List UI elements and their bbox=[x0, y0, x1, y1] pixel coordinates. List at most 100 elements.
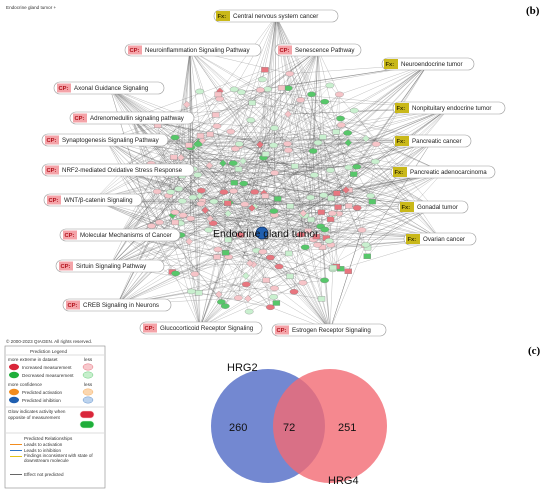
gene-node[interactable] bbox=[229, 188, 238, 194]
gene-node[interactable] bbox=[312, 233, 321, 240]
gene-node[interactable] bbox=[222, 249, 230, 256]
fx-node-nonpituitary[interactable]: Fx: Nonpituitary endocrine tumor bbox=[392, 101, 506, 115]
gene-node[interactable] bbox=[171, 219, 179, 226]
gene-node[interactable] bbox=[177, 198, 187, 204]
gene-node[interactable] bbox=[187, 288, 196, 295]
gene-node[interactable] bbox=[269, 142, 278, 149]
gene-node[interactable] bbox=[270, 285, 279, 292]
gene-node[interactable] bbox=[213, 246, 223, 253]
cp-node-glucocorticoid[interactable]: CP: Glucocorticoid Receptor Signaling bbox=[139, 321, 263, 335]
gene-node[interactable] bbox=[166, 189, 176, 195]
gene-node[interactable] bbox=[289, 288, 299, 295]
gene-node[interactable] bbox=[242, 272, 250, 280]
gene-node[interactable] bbox=[208, 220, 218, 226]
cp-node-wnt[interactable]: CP: WNT/β-catenin Signaling bbox=[43, 193, 143, 207]
gene-node[interactable] bbox=[357, 227, 367, 233]
gene-node[interactable] bbox=[283, 141, 292, 147]
gene-node[interactable] bbox=[296, 231, 306, 238]
gene-node[interactable] bbox=[368, 198, 376, 205]
gene-node[interactable] bbox=[256, 87, 265, 93]
gene-node[interactable] bbox=[240, 201, 250, 207]
gene-node[interactable] bbox=[344, 139, 352, 147]
gene-node[interactable] bbox=[320, 226, 330, 233]
gene-node[interactable] bbox=[319, 134, 327, 140]
gene-node[interactable] bbox=[336, 115, 345, 122]
gene-node[interactable] bbox=[256, 140, 264, 149]
gene-node[interactable] bbox=[307, 91, 316, 98]
gene-node[interactable] bbox=[320, 277, 329, 284]
gene-node[interactable] bbox=[183, 100, 191, 109]
gene-node[interactable] bbox=[239, 157, 247, 165]
cp-node-senescence[interactable]: CP: Senescence Pathway bbox=[274, 43, 362, 57]
gene-node[interactable] bbox=[239, 180, 249, 187]
gene-node[interactable] bbox=[285, 250, 293, 257]
gene-node[interactable] bbox=[234, 166, 243, 172]
gene-node[interactable] bbox=[325, 82, 335, 89]
gene-node[interactable] bbox=[155, 219, 164, 226]
gene-node[interactable] bbox=[335, 91, 344, 98]
gene-node[interactable] bbox=[342, 186, 350, 194]
gene-node[interactable] bbox=[178, 212, 188, 218]
gene-node[interactable] bbox=[219, 189, 229, 195]
gene-node[interactable] bbox=[237, 89, 246, 95]
gene-node[interactable] bbox=[320, 98, 330, 105]
gene-node[interactable] bbox=[269, 294, 278, 300]
gene-node[interactable] bbox=[274, 196, 282, 202]
gene-node[interactable] bbox=[269, 208, 279, 214]
gene-node[interactable] bbox=[307, 216, 315, 223]
gene-node[interactable] bbox=[196, 200, 206, 207]
gene-node[interactable] bbox=[336, 122, 346, 128]
gene-node[interactable] bbox=[371, 158, 380, 165]
gene-node[interactable] bbox=[204, 227, 214, 233]
gene-node[interactable] bbox=[361, 241, 371, 248]
gene-node[interactable] bbox=[324, 238, 334, 244]
gene-node[interactable] bbox=[371, 141, 381, 147]
gene-node[interactable] bbox=[174, 186, 184, 192]
gene-node[interactable] bbox=[345, 203, 353, 209]
gene-node[interactable] bbox=[286, 273, 294, 280]
gene-node[interactable] bbox=[230, 180, 238, 186]
fx-node-gonadal-tumor[interactable]: Fx: Gonadal tumor bbox=[397, 200, 469, 214]
gene-node[interactable] bbox=[231, 146, 240, 152]
gene-node[interactable] bbox=[177, 153, 185, 162]
gene-node[interactable] bbox=[211, 112, 220, 118]
gene-node[interactable] bbox=[270, 125, 279, 131]
gene-node[interactable] bbox=[190, 271, 200, 277]
gene-node[interactable] bbox=[193, 172, 203, 178]
gene-node[interactable] bbox=[266, 254, 275, 261]
gene-node[interactable] bbox=[319, 192, 329, 198]
gene-node[interactable] bbox=[236, 232, 245, 238]
gene-node[interactable] bbox=[258, 248, 268, 255]
gene-node[interactable] bbox=[299, 209, 308, 217]
gene-node[interactable] bbox=[304, 228, 312, 234]
cp-node-nrf2[interactable]: CP: NRF2-mediated Oxidative Stress Respo… bbox=[41, 163, 195, 177]
gene-node[interactable] bbox=[349, 107, 359, 114]
gene-node[interactable] bbox=[206, 215, 214, 223]
gene-node[interactable] bbox=[326, 167, 335, 173]
center-node[interactable]: Endocrine gland tumor bbox=[213, 226, 319, 240]
gene-node[interactable] bbox=[241, 281, 251, 288]
cp-node-sirtuin[interactable]: CP: Sirtuin Signaling Pathway bbox=[55, 259, 165, 273]
gene-node[interactable] bbox=[326, 216, 335, 222]
gene-node[interactable] bbox=[362, 134, 370, 143]
gene-node[interactable] bbox=[366, 193, 375, 199]
gene-node[interactable] bbox=[262, 277, 270, 283]
gene-node[interactable] bbox=[246, 117, 256, 123]
gene-node[interactable] bbox=[272, 300, 281, 306]
gene-node[interactable] bbox=[244, 294, 252, 303]
gene-node[interactable] bbox=[185, 142, 193, 148]
gene-node[interactable] bbox=[291, 163, 299, 169]
gene-node[interactable] bbox=[352, 205, 362, 211]
gene-node[interactable] bbox=[309, 172, 319, 178]
gene-node[interactable] bbox=[233, 295, 243, 301]
gene-node[interactable] bbox=[248, 204, 256, 212]
gene-node[interactable] bbox=[147, 223, 156, 229]
fx-node-cns-cancer[interactable]: Fx: Central nervous system cancer bbox=[213, 9, 339, 23]
gene-node[interactable] bbox=[195, 88, 205, 95]
gene-node[interactable] bbox=[277, 85, 286, 91]
cp-node-axonal-guidance[interactable]: CP: Axonal Guidance Signaling bbox=[53, 81, 165, 95]
gene-node[interactable] bbox=[317, 296, 326, 302]
gene-node[interactable] bbox=[343, 130, 352, 136]
gene-node[interactable] bbox=[224, 209, 232, 218]
gene-node[interactable] bbox=[261, 151, 270, 157]
